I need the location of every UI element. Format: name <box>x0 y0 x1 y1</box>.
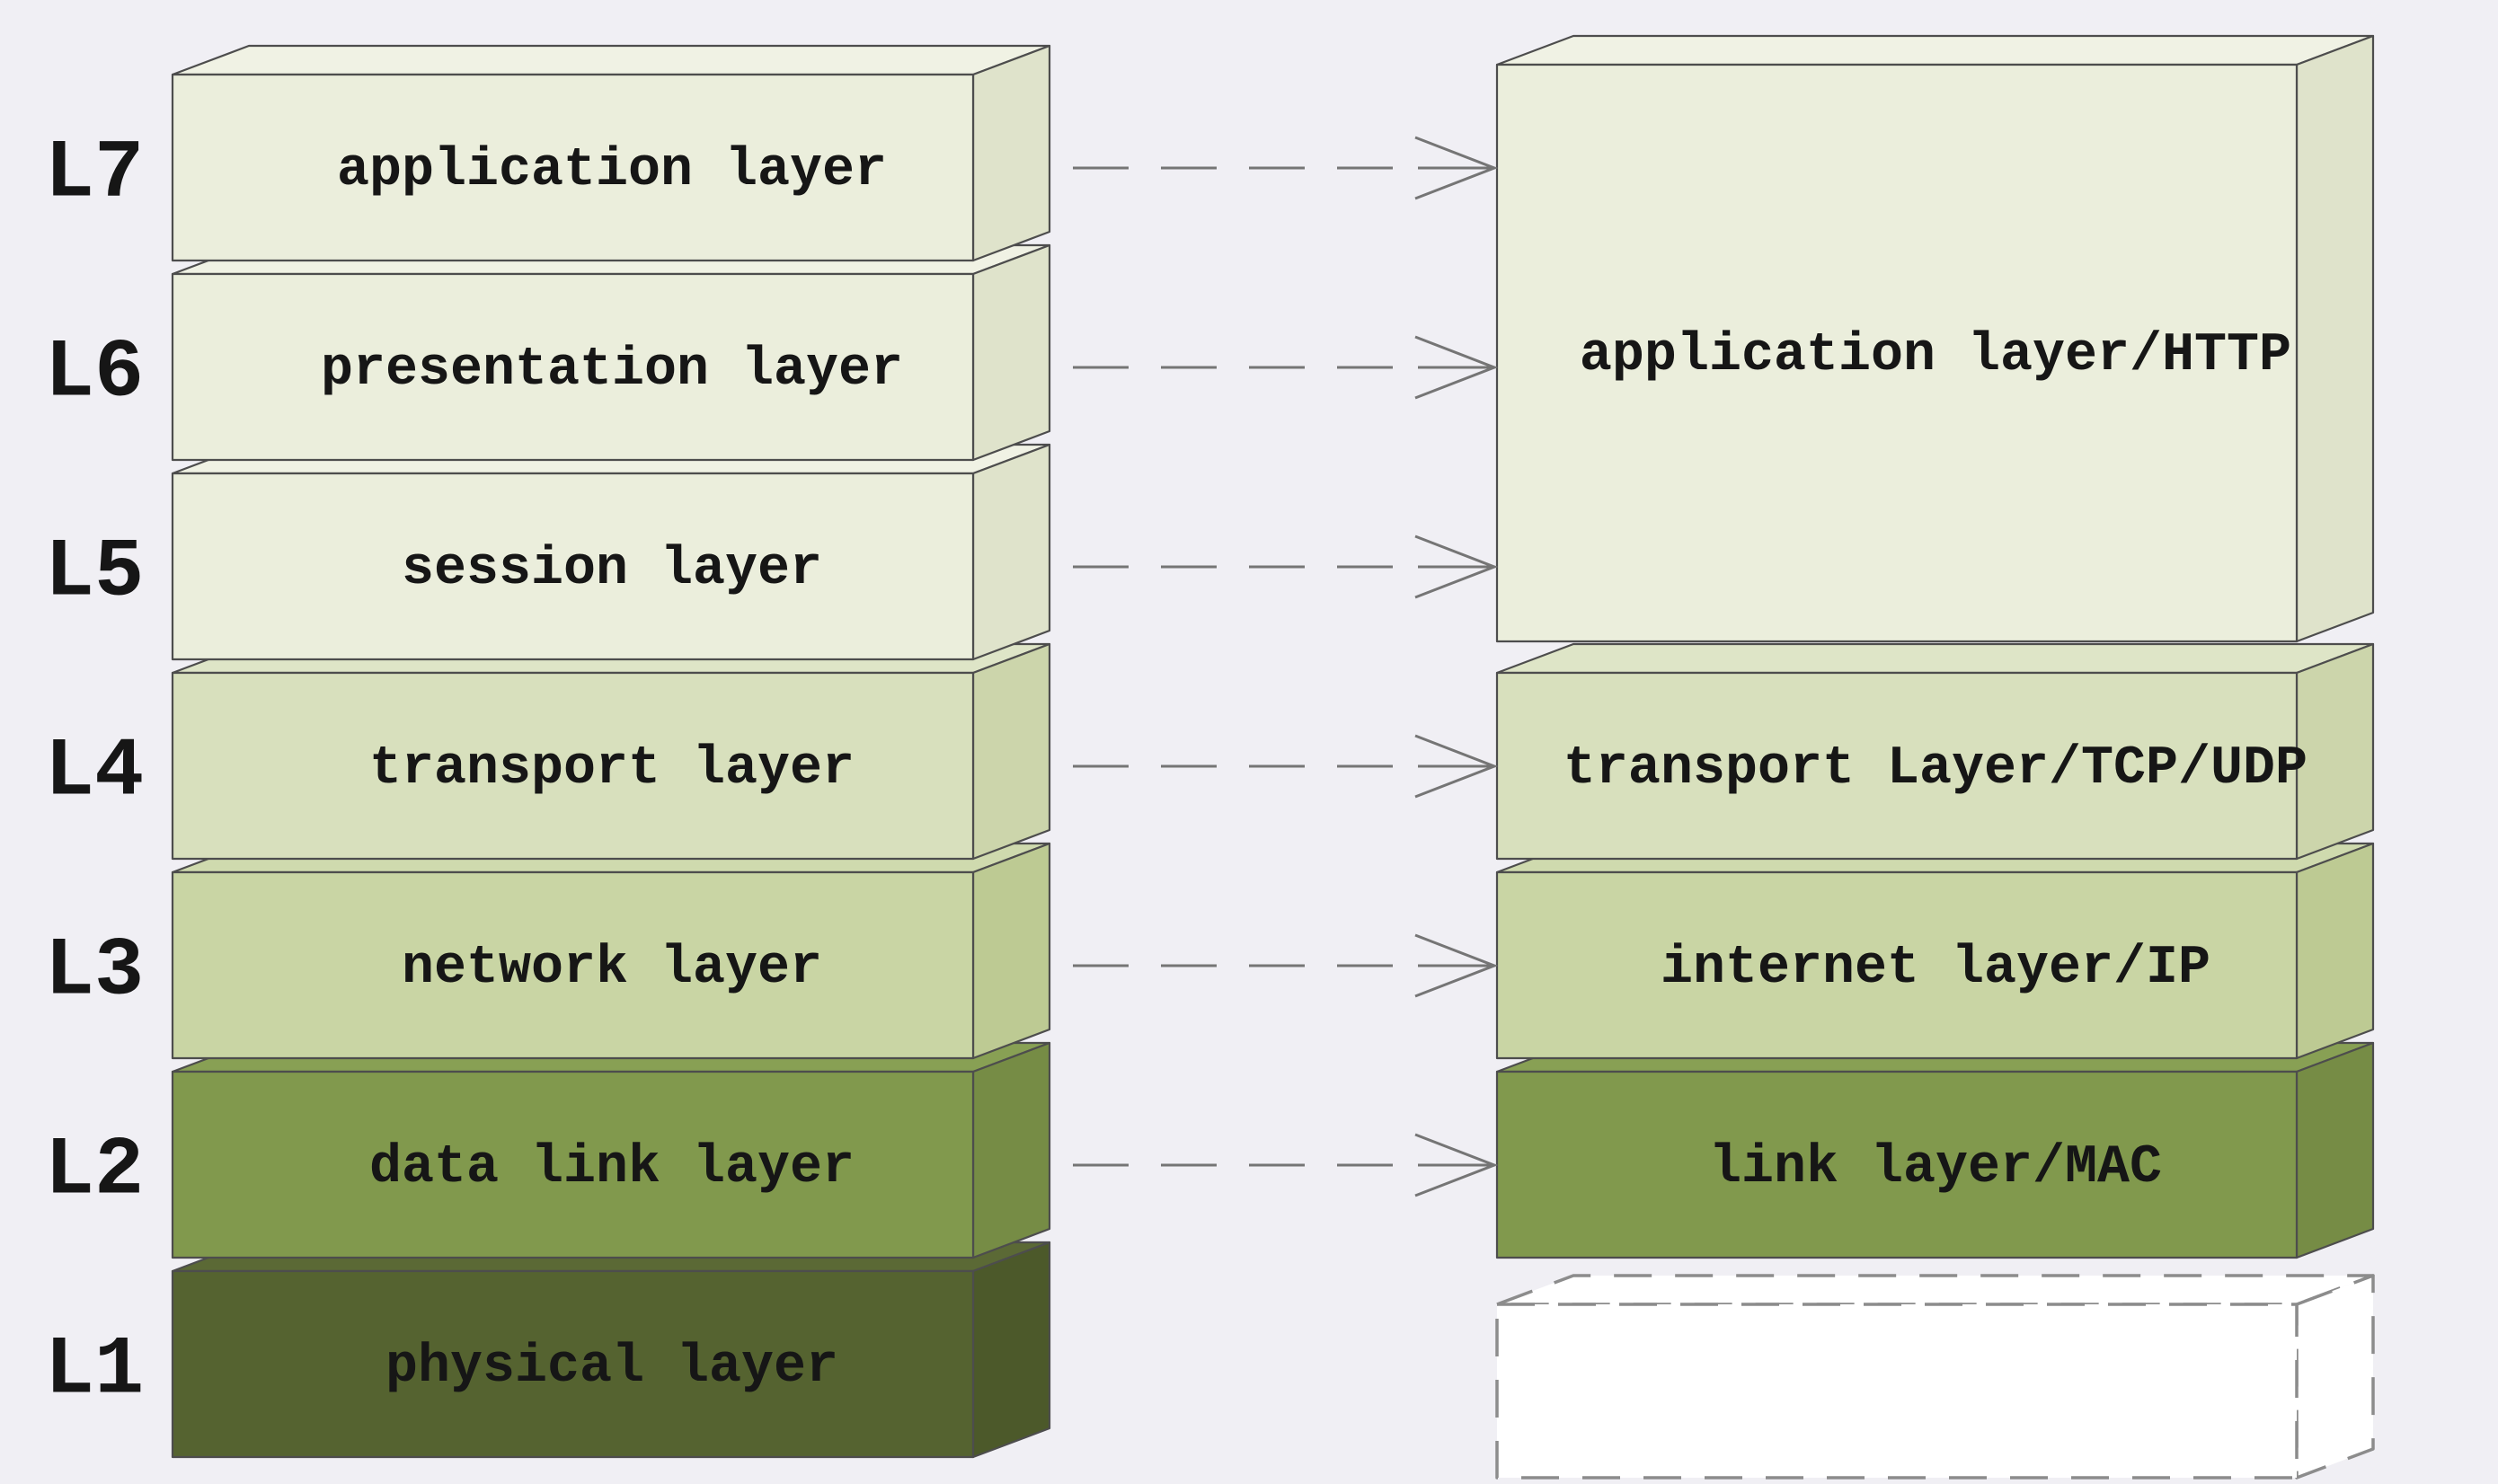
box-front-face <box>171 1269 975 1459</box>
osi-layer-box-l1 <box>171 1241 1051 1459</box>
tcpip-label-internet-layer: internet layer/IP <box>1661 938 2210 999</box>
box-side-face <box>971 642 1051 861</box>
box-front-face <box>171 870 975 1060</box>
mapping-arrow-l2-to-link <box>1073 1133 1499 1197</box>
osi-layer-label-l5: session layer <box>402 539 822 600</box>
tcpip-box-transport-layer <box>1495 642 2375 861</box>
box-side-face <box>971 243 1051 462</box>
box-front-face <box>171 272 975 462</box>
box-top-face <box>171 44 1051 76</box>
tcpip-box-application-layer <box>1495 34 2375 643</box>
box-front-face <box>1495 1303 2299 1480</box>
osi-rank-label-l7: L7 <box>45 127 144 221</box>
osi-layer-label-l1: physical layer <box>385 1337 838 1398</box>
box-front-face <box>171 671 975 861</box>
box-side-face <box>971 443 1051 661</box>
box-front-face <box>171 1070 975 1259</box>
mapping-arrow-l7-to-application <box>1073 136 1499 200</box>
mapping-arrow-l6-to-application <box>1073 335 1499 400</box>
box-front-face <box>1495 63 2299 643</box>
tcpip-empty-dashed-box <box>1495 1274 2375 1480</box>
osi-rank-label-l6: L6 <box>45 326 144 420</box>
box-side-face <box>971 1241 1051 1459</box>
mapping-arrow-l3-to-internet <box>1073 933 1499 998</box>
box-top-face <box>1495 642 2375 675</box>
osi-rank-label-l2: L2 <box>45 1124 144 1218</box>
box-side-face <box>971 842 1051 1060</box>
tcpip-label-application-layer: application layer/HTTP <box>1580 325 2291 386</box>
osi-rank-label-l3: L3 <box>45 924 144 1019</box>
osi-layer-label-l3: network layer <box>402 938 822 999</box>
osi-layer-label-l4: transport layer <box>369 738 855 799</box>
osi-layer-label-l2: data link layer <box>369 1137 855 1198</box>
osi-layer-box-l7 <box>171 44 1051 262</box>
box-top-face <box>1495 34 2375 66</box>
tcpip-label-link-layer: link layer/MAC <box>1709 1137 2162 1198</box>
osi-rank-label-l5: L5 <box>45 526 144 620</box>
mapping-arrows <box>1073 136 1499 1197</box>
box-side-face <box>2295 1274 2375 1480</box>
osi-rank-label-l4: L4 <box>45 725 144 819</box>
box-side-face <box>971 44 1051 262</box>
box-front-face <box>171 73 975 262</box>
box-top-face <box>1495 1274 2375 1306</box>
osi-layer-box-l4 <box>171 642 1051 861</box>
box-side-face <box>2295 1041 2375 1259</box>
mapping-arrow-l5-to-application <box>1073 534 1499 599</box>
tcpip-label-transport-layer: transport Layer/TCP/UDP <box>1563 738 2308 799</box>
osi-layer-label-l7: application layer <box>337 140 887 201</box>
box-side-face <box>2295 642 2375 861</box>
tcpip-box-internet-layer <box>1495 842 2375 1060</box>
box-side-face <box>2295 34 2375 643</box>
box-front-face <box>1495 870 2299 1060</box>
box-side-face <box>971 1041 1051 1259</box>
box-front-face <box>1495 671 2299 861</box>
box-side-face <box>2295 842 2375 1060</box>
box-front-face <box>171 472 975 661</box>
osi-rank-label-l1: L1 <box>45 1323 144 1418</box>
mapping-arrow-l4-to-transport <box>1073 734 1499 799</box>
osi-layer-label-l6: presentation layer <box>321 340 903 401</box>
osi-layer-box-l5 <box>171 443 1051 661</box>
box-front-face <box>1495 1070 2299 1259</box>
